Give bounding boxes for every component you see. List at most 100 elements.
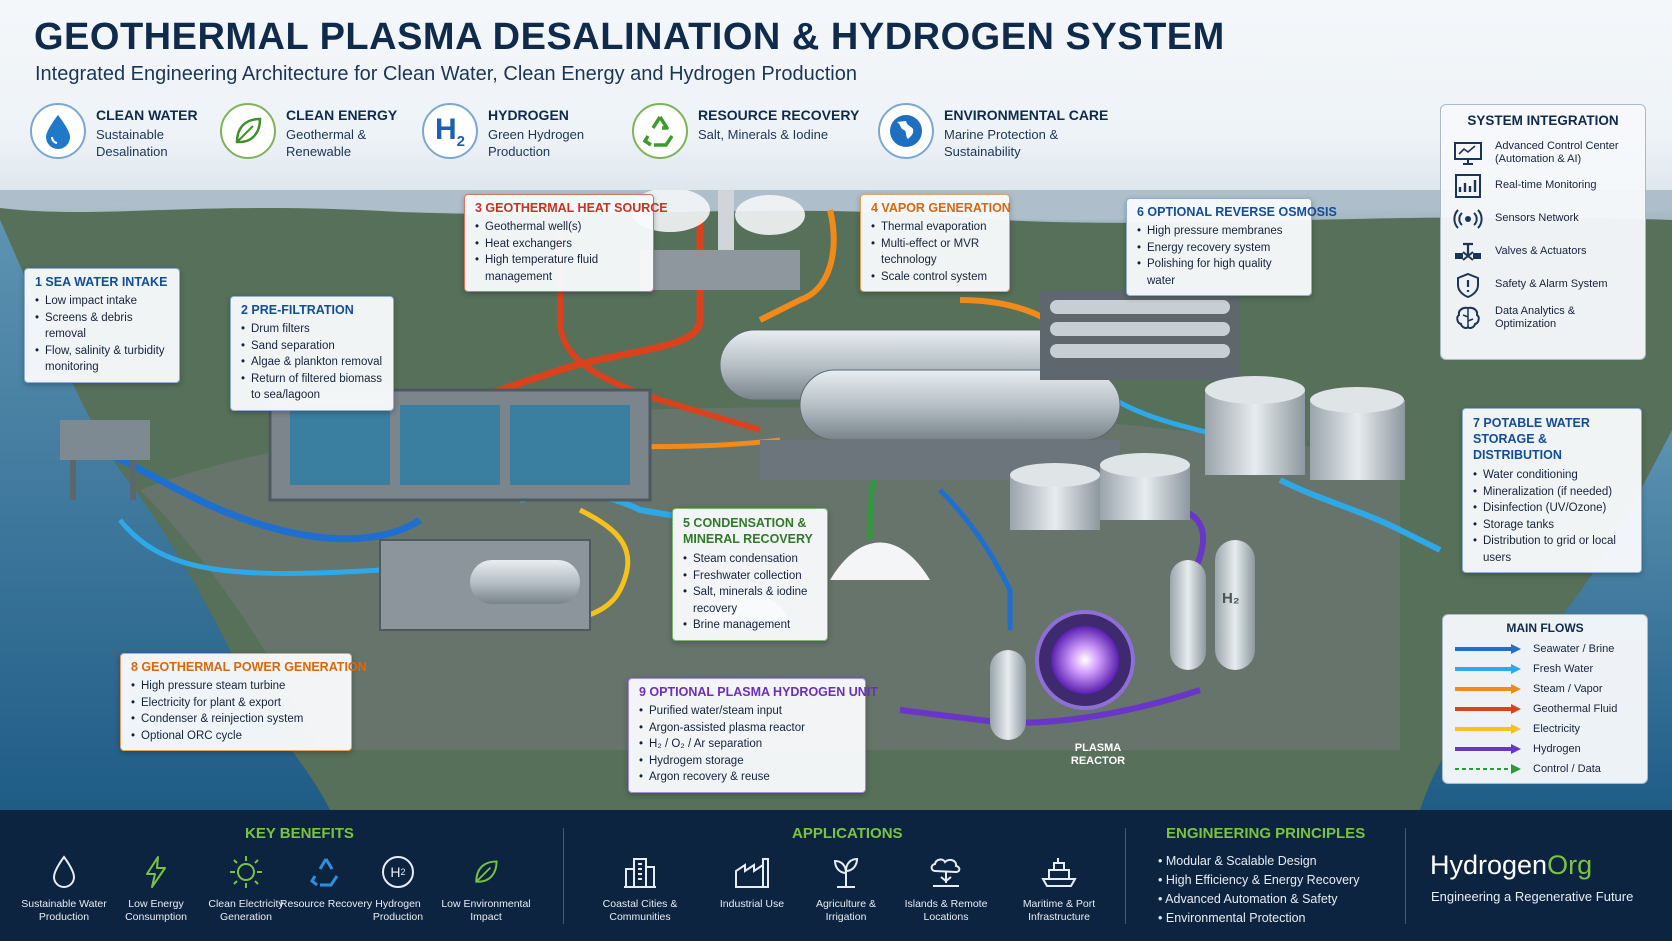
list-item: Low impact intake <box>35 293 169 310</box>
arrow-control-icon <box>1455 764 1521 774</box>
application-label: Agriculture & Irrigation <box>815 898 877 923</box>
sysint-label: Real-time Monitoring <box>1495 179 1597 191</box>
principle-label: Environmental Protection <box>1165 911 1306 925</box>
list-item: High pressure membranes <box>1137 223 1301 240</box>
footer: KEY BENEFITS Sustainable Water Productio… <box>0 810 1672 941</box>
h2-letter: H <box>434 112 457 146</box>
sysint-item: Advanced Control Center (Automation & AI… <box>1453 136 1633 169</box>
legend-label: Electricity <box>1533 723 1581 735</box>
application-label: Maritime & Port Infrastructure <box>1022 898 1096 923</box>
system-integration-title: SYSTEM INTEGRATION <box>1467 113 1619 128</box>
applications-title: APPLICATIONS <box>792 825 903 842</box>
page-title: GEOTHERMAL PLASMA DESALINATION & HYDROGE… <box>34 16 1225 58</box>
list-item: Energy recovery system <box>1137 240 1301 257</box>
legend-item: Electricity <box>1453 719 1637 739</box>
list-item: Polishing for high quality water <box>1137 256 1301 289</box>
sysint-label: Valves & Actuators <box>1495 245 1587 257</box>
principle-item: • Environmental Protection <box>1158 911 1306 925</box>
callout-geothermal-heat-source: 3 GEOTHERMAL HEAT SOURCE Geothermal well… <box>464 194 668 292</box>
list-item: Electricity for plant & export <box>131 695 341 712</box>
engineering-principles-title: ENGINEERING PRINCIPLES <box>1166 825 1366 842</box>
callout-vapor-generation: 4 VAPOR GENERATION Thermal evaporationMu… <box>860 194 1011 292</box>
benefit-label: Low Energy Consumption <box>125 898 187 923</box>
arrow-hydrogen-icon <box>1455 744 1521 754</box>
brand-logo: HydrogenOrg <box>1430 850 1592 881</box>
list-item: Geothermal well(s) <box>475 219 643 236</box>
callout-title: 6 OPTIONAL REVERSE OSMOSIS <box>1137 205 1337 219</box>
h2-icon: H2 <box>422 103 478 159</box>
callout-plasma-hydrogen-unit: 9 OPTIONAL PLASMA HYDROGEN UNIT Purified… <box>628 678 878 793</box>
ship-icon <box>1039 852 1079 892</box>
benefit-label: Sustainable Water Production <box>21 898 107 923</box>
benefit-label: Clean Electricity Generation <box>208 898 284 923</box>
arrow-geothermal-icon <box>1455 704 1521 714</box>
list-item: Disinfection (UV/Ozone) <box>1473 500 1631 517</box>
application-item: Islands & Remote Locations <box>898 852 994 924</box>
legend-item: Fresh Water <box>1453 659 1637 679</box>
legend-item: Control / Data <box>1453 759 1637 779</box>
plant-icon <box>826 852 866 892</box>
legend-item: Seawater / Brine <box>1453 639 1637 659</box>
legend-label: Seawater / Brine <box>1533 643 1615 655</box>
list-item: H₂ / O₂ / Ar separation <box>639 736 855 753</box>
list-item: Condenser & reinjection system <box>131 711 341 728</box>
list-item: Salt, minerals & iodine recovery <box>683 584 817 617</box>
list-item: Purified water/steam input <box>639 703 855 720</box>
callout-title: 4 VAPOR GENERATION <box>871 201 1011 215</box>
main-flows-legend: MAIN FLOWS Seawater / Brine Fresh Water … <box>1442 614 1648 784</box>
island-icon <box>926 852 966 892</box>
list-item: Freshwater collection <box>683 568 817 585</box>
sysint-label: Sensors Network <box>1495 212 1579 224</box>
callout-geothermal-power-generation: 8 GEOTHERMAL POWER GENERATION High press… <box>120 653 367 751</box>
principle-label: Advanced Automation & Safety <box>1165 892 1338 906</box>
legend-label: Control / Data <box>1533 763 1601 775</box>
legend-label: Fresh Water <box>1533 663 1594 675</box>
sun-bulb-icon <box>226 852 266 892</box>
callout-pre-filtration: 2 PRE-FILTRATION Drum filtersSand separa… <box>230 296 394 411</box>
callout-title: 1 SEA WATER INTAKE <box>35 275 168 289</box>
legend-item: Hydrogen <box>1453 739 1637 759</box>
footer-divider <box>563 828 564 924</box>
feature-text: Marine Protection & Sustainability <box>944 127 1059 159</box>
application-item: Agriculture & Irrigation <box>798 852 894 924</box>
legend-item: Steam / Vapor <box>1453 679 1637 699</box>
list-item: Thermal evaporation <box>871 219 999 236</box>
callout-title: 7 POTABLE WATER STORAGE & DISTRIBUTION <box>1473 416 1590 462</box>
page-subtitle: Integrated Engineering Architecture for … <box>35 63 857 85</box>
arrow-steam-icon <box>1455 684 1521 694</box>
callout-potable-water-storage: 7 POTABLE WATER STORAGE & DISTRIBUTION W… <box>1462 408 1642 573</box>
brand-suffix: Org <box>1547 850 1593 880</box>
sysint-item: Safety & Alarm System <box>1453 268 1633 301</box>
arrow-electricity-icon <box>1455 724 1521 734</box>
legend-label: Steam / Vapor <box>1533 683 1603 695</box>
list-item: Multi-effect or MVR technology <box>871 236 999 269</box>
list-item: Water conditioning <box>1473 467 1631 484</box>
callout-condensation-mineral-recovery: 5 CONDENSATION & MINERAL RECOVERY Steam … <box>672 508 828 641</box>
benefit-item: Low Energy Consumption <box>108 852 204 924</box>
sysint-label: Safety & Alarm System <box>1495 278 1608 290</box>
callout-title: 3 GEOTHERMAL HEAT SOURCE <box>475 201 668 215</box>
principle-label: High Efficiency & Energy Recovery <box>1165 873 1360 887</box>
benefit-label: Hydrogen Production <box>372 898 424 923</box>
callout-title: 8 GEOTHERMAL POWER GENERATION <box>131 660 367 674</box>
globe-icon <box>878 103 934 159</box>
sysint-label: Advanced Control Center (Automation & AI… <box>1495 139 1619 165</box>
monitor-icon <box>1454 141 1482 165</box>
application-item: Coastal Cities & Communities <box>592 852 688 924</box>
feature-text: Green Hydrogen Production <box>488 127 585 159</box>
list-item: Distribution to grid or local users <box>1473 533 1631 566</box>
list-item: Optional ORC cycle <box>131 728 341 745</box>
list-item: Return of filtered biomass to sea/lagoon <box>241 371 383 404</box>
benefit-item: Low Environmental Impact <box>438 852 534 924</box>
factory-icon <box>732 852 772 892</box>
legend-label: Geothermal Fluid <box>1533 703 1618 715</box>
sea-left <box>0 220 330 810</box>
list-item: High temperature fluid management <box>475 252 643 285</box>
sysint-item: Data Analytics & Optimization <box>1453 301 1633 334</box>
key-benefits-title: KEY BENEFITS <box>245 825 354 842</box>
callout-title: 2 PRE-FILTRATION <box>241 303 354 317</box>
